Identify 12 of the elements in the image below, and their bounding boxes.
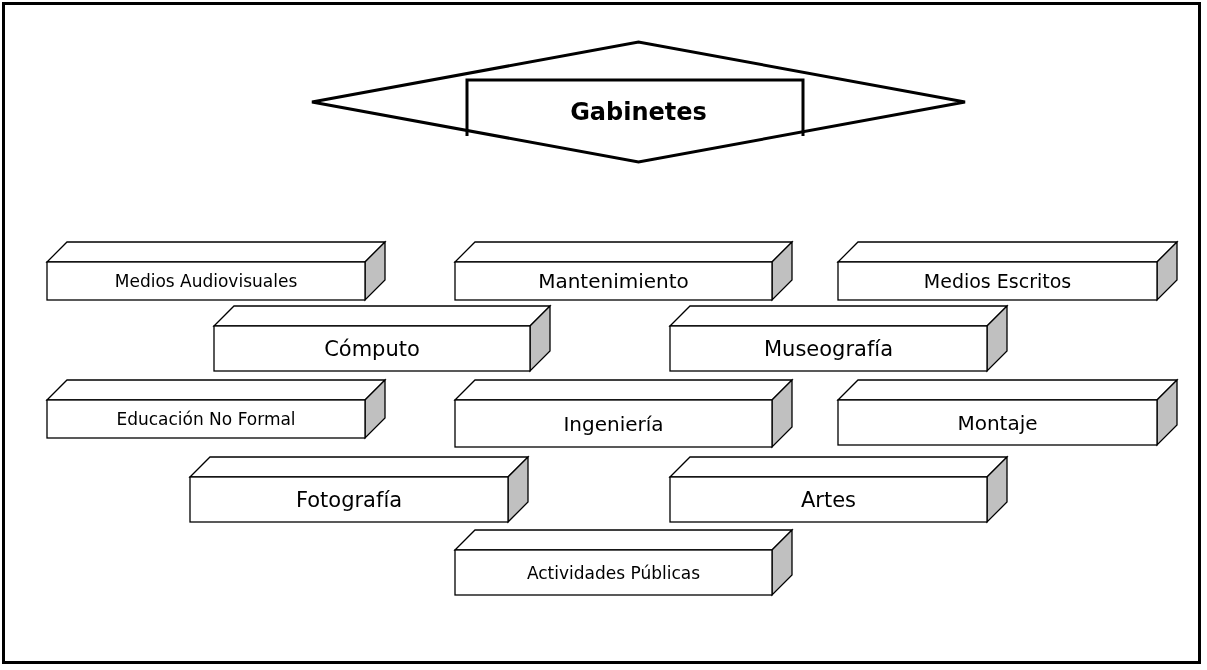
box-label: Medios Audiovisuales	[114, 271, 298, 291]
box-label: Museografía	[763, 336, 894, 361]
box-label: Educación No Formal	[116, 409, 296, 429]
box-label: Artes	[800, 487, 857, 512]
box-label: Ingeniería	[563, 411, 664, 436]
box-label: Actividades Públicas	[526, 562, 701, 583]
box-label: Fotografía	[295, 487, 403, 512]
box-label: Medios Escritos	[923, 270, 1072, 292]
box-label: Mantenimiento	[538, 269, 689, 293]
box-label: Cómputo	[324, 336, 420, 361]
box-label: Montaje	[957, 410, 1038, 435]
title-text: Gabinetes	[570, 98, 707, 126]
